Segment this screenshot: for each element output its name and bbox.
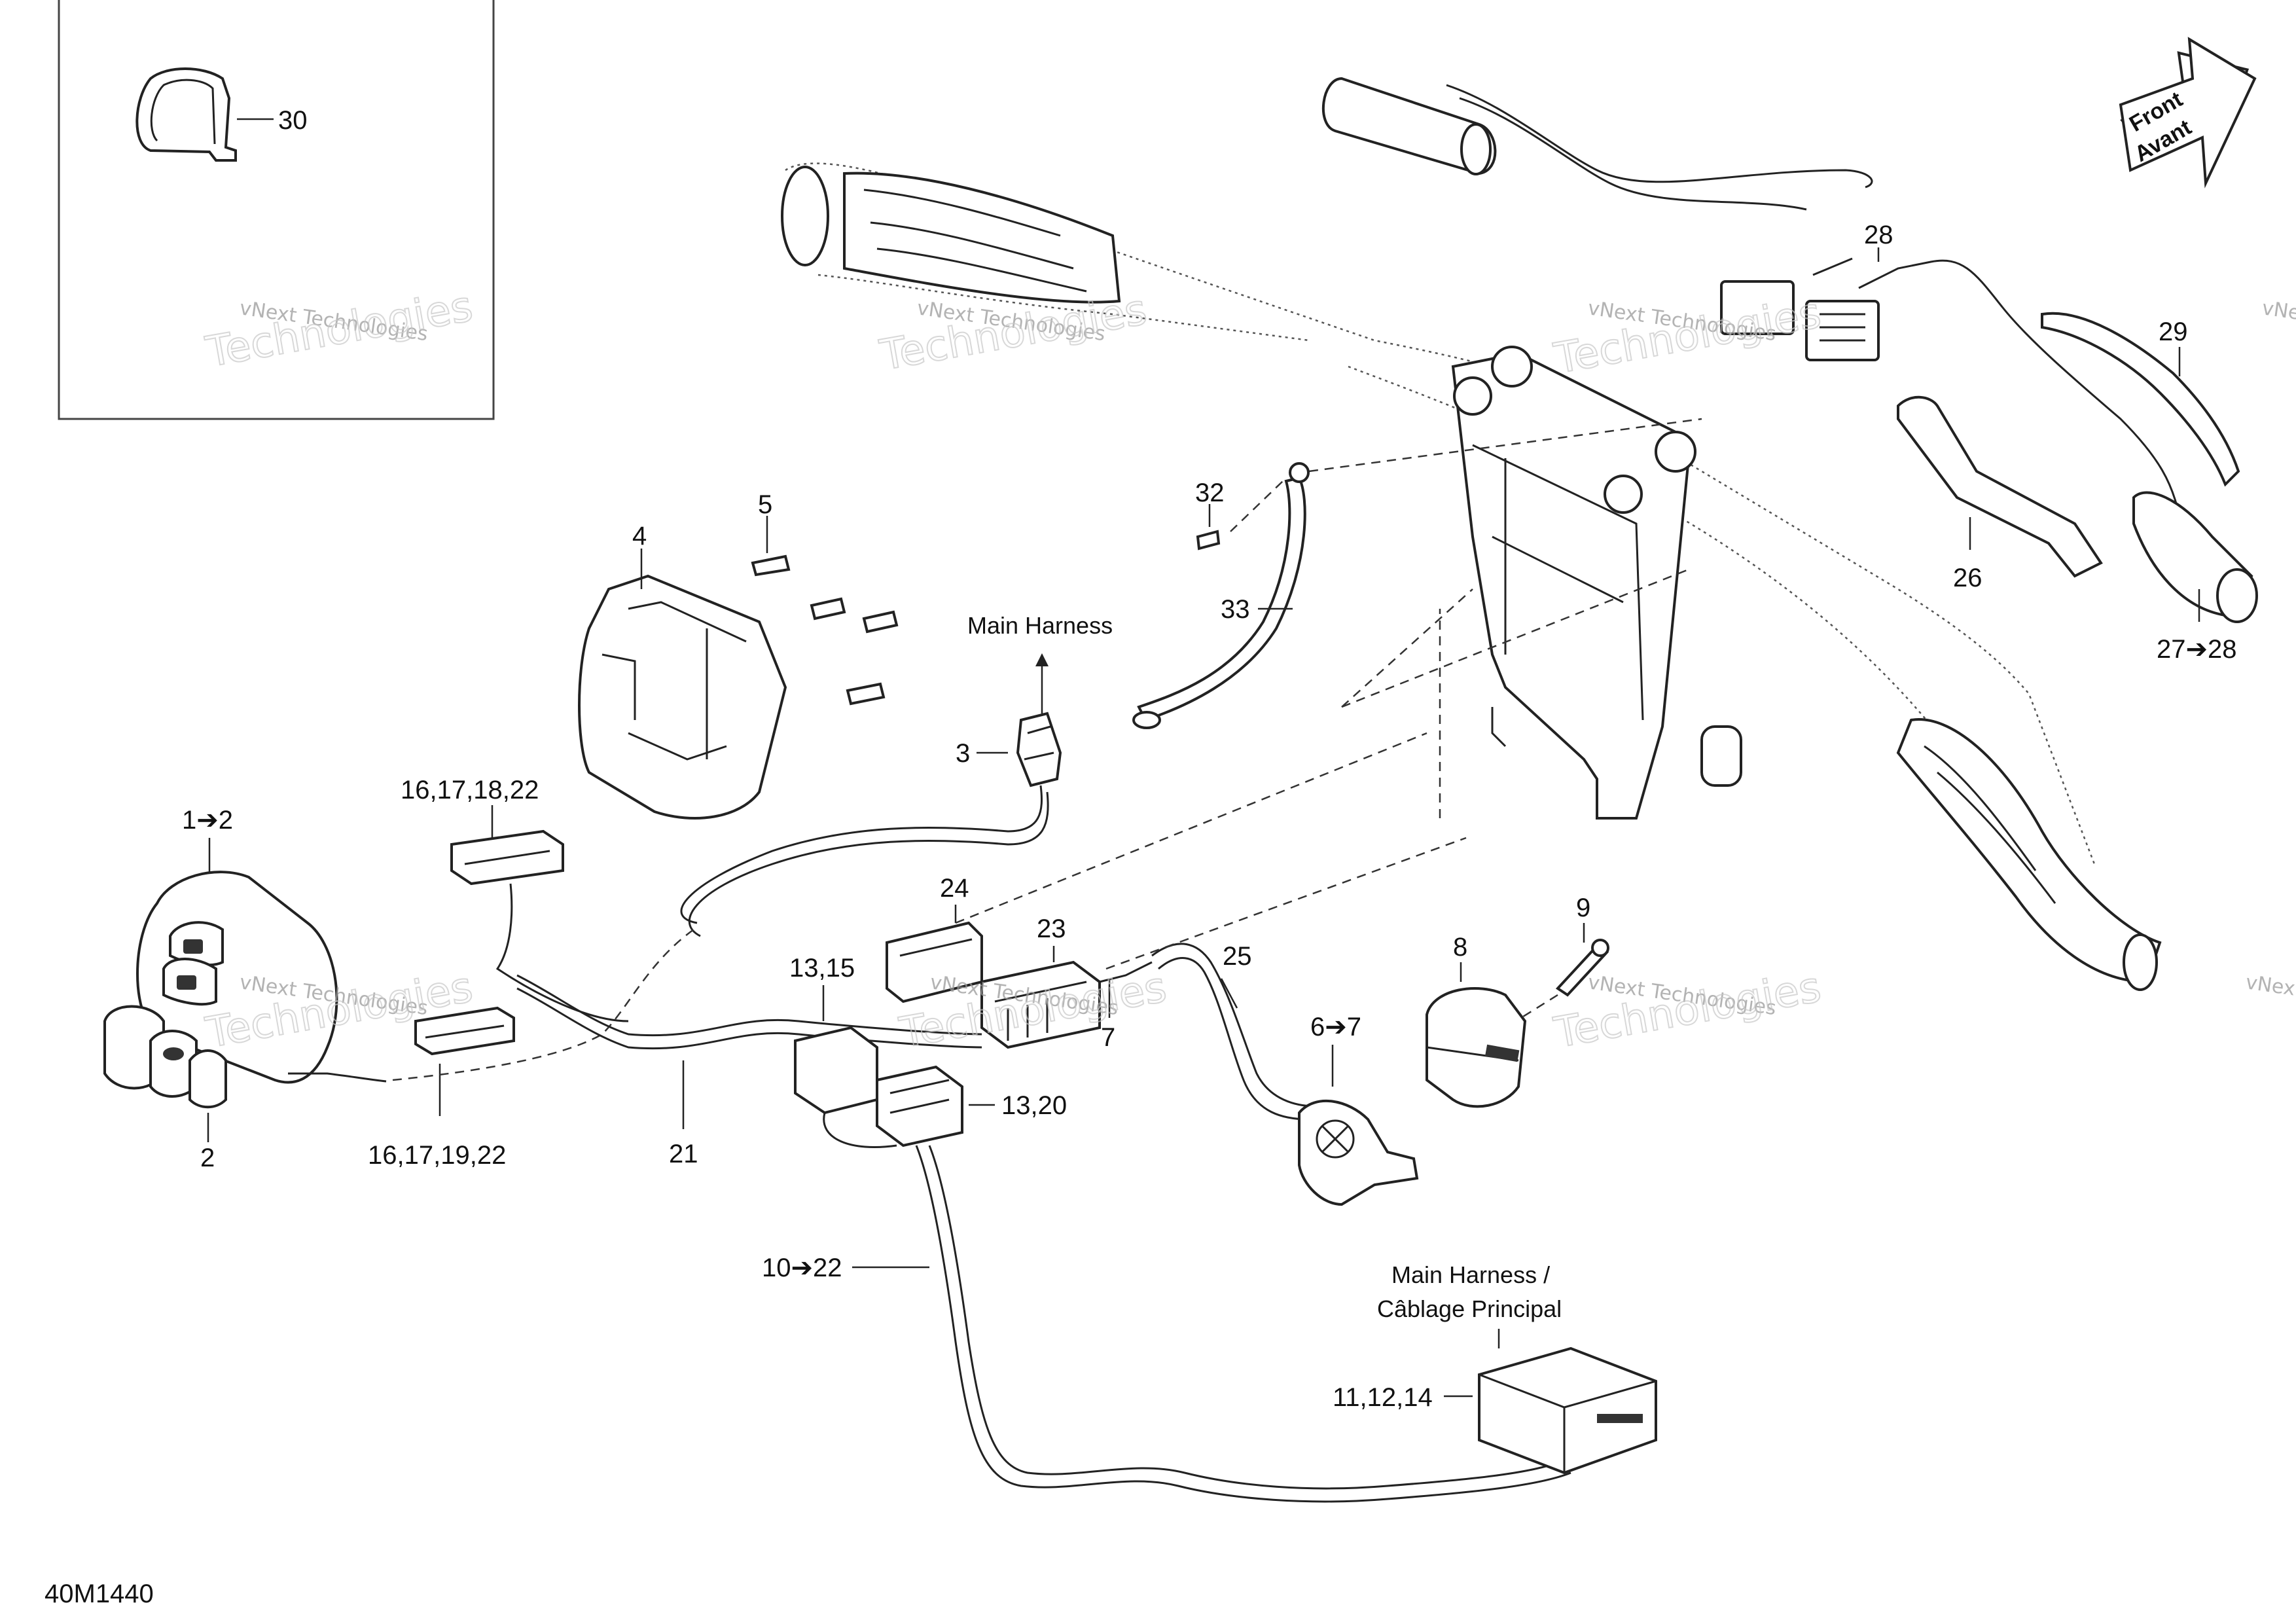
- part-11-connector[interactable]: [1478, 1346, 1657, 1475]
- part-26-tube[interactable]: [1897, 395, 2103, 578]
- watermark-7: vNext Technologies: [2261, 297, 2296, 346]
- callout-10-22: 10➔22: [762, 1254, 842, 1282]
- watermark-2b: Technologies: [876, 285, 1151, 380]
- connector-3: Main Harness 3: [680, 612, 1113, 937]
- callout-33: 33: [1221, 595, 1250, 624]
- callout-29: 29: [2159, 317, 2188, 346]
- callout-13-20: 13,20: [1001, 1091, 1067, 1120]
- part-32-screw[interactable]: [1196, 530, 1221, 550]
- callout-27-28: 27➔28: [2157, 635, 2237, 664]
- part-29-cable[interactable]: [2041, 312, 2240, 487]
- front-arrow: Front Avant: [2119, 37, 2257, 189]
- part-25-harness[interactable]: [1151, 943, 1316, 1108]
- part-5-screw-b[interactable]: [810, 597, 846, 621]
- connectors-16: 16,17,18,22 16,17,19,22: [368, 776, 694, 1170]
- watermark-8: vNext Technologies: [2244, 971, 2296, 1020]
- riser-clamp: [1451, 346, 1742, 820]
- callout-23: 23: [1037, 914, 1066, 943]
- callout-7: 7: [1101, 1023, 1115, 1052]
- callout-8: 8: [1453, 933, 1467, 962]
- part-8-block[interactable]: [1426, 987, 1527, 1108]
- main-harness-label-top: Main Harness: [967, 612, 1113, 639]
- harness-21: 21: [516, 974, 982, 1168]
- callout-4: 4: [632, 522, 647, 550]
- callout-3: 3: [956, 739, 970, 768]
- callout-13-15: 13,15: [789, 954, 855, 983]
- parts-26-27-29: 29 26 27➔28: [1897, 312, 2258, 664]
- part-22-harness[interactable]: [915, 1145, 1571, 1503]
- callout-6-7: 6➔7: [1310, 1013, 1361, 1041]
- diagram-code: 40M1440: [45, 1579, 154, 1608]
- inset-box: 30: [58, 0, 495, 420]
- part-6: 6➔7: [1298, 1013, 1419, 1206]
- handlebar: [781, 162, 2162, 991]
- main-harness-fr-1: Main Harness /: [1391, 1261, 1550, 1288]
- connectors-23-24: 24 23 7 25: [886, 588, 1473, 1121]
- harness-10-22: 10➔22: [762, 1145, 1571, 1503]
- switch-pod: 1➔2 2: [103, 806, 387, 1172]
- callout-25: 25: [1223, 942, 1252, 971]
- part-23-connector[interactable]: [980, 960, 1101, 1049]
- callout-24: 24: [940, 874, 969, 903]
- callout-21: 21: [669, 1140, 698, 1168]
- part-5-screw-a[interactable]: [751, 554, 791, 577]
- connectors-13: 13,15 13,20: [789, 954, 1067, 1149]
- connector-11: Main Harness / Câblage Principal 11,12,1…: [1333, 1261, 1657, 1475]
- part-15-connector[interactable]: [794, 1026, 878, 1115]
- parts-8-9: 9 8: [1426, 893, 1609, 1108]
- callout-16-17-19-22: 16,17,19,22: [368, 1141, 506, 1170]
- switch-housing: 4 5: [578, 490, 899, 820]
- callout-9: 9: [1576, 893, 1590, 922]
- callout-1-2: 1➔2: [182, 806, 233, 835]
- part-3-connector[interactable]: [1016, 712, 1062, 787]
- callout-16-17-18-22: 16,17,18,22: [401, 776, 539, 804]
- part-5-screw-d[interactable]: [846, 682, 886, 706]
- callout-26: 26: [1953, 564, 1982, 592]
- part-5-screw-c[interactable]: [862, 610, 899, 634]
- callout-5: 5: [758, 490, 772, 519]
- ground-cable: 32 33: [1132, 418, 1702, 729]
- part-30-clip[interactable]: [135, 67, 237, 162]
- callout-2: 2: [200, 1144, 215, 1172]
- left-grip-tube: [1321, 77, 1873, 211]
- main-harness-fr-2: Câblage Principal: [1377, 1295, 1562, 1322]
- callout-11-12-14: 11,12,14: [1333, 1383, 1433, 1412]
- callout-28: 28: [1864, 221, 1893, 249]
- part-6-sensor[interactable]: [1298, 1099, 1419, 1206]
- callout-30: 30: [278, 106, 308, 135]
- callout-32: 32: [1195, 478, 1225, 507]
- connector-28-cluster: 28: [1720, 221, 2181, 518]
- part-21-harness[interactable]: [516, 974, 982, 1037]
